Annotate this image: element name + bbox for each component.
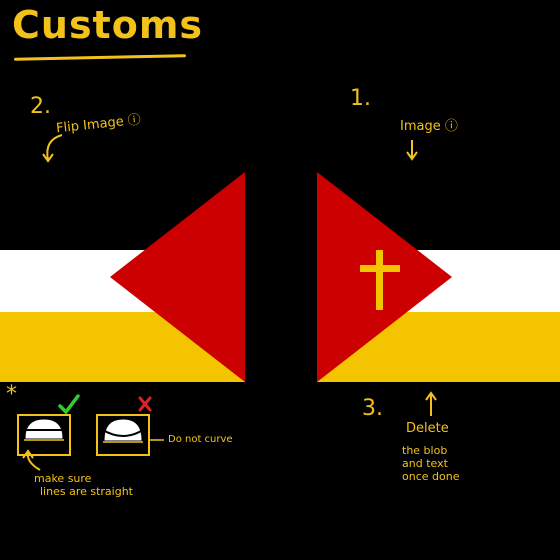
step3-number: 3. — [362, 396, 383, 421]
cross-mark-icon — [138, 396, 152, 412]
step2-number: 2. — [30, 94, 51, 119]
straight-example-icon — [17, 414, 71, 456]
center-black-divider — [245, 160, 317, 390]
step3-line: once done — [402, 470, 460, 483]
step3-instruction: the blob and text once done — [402, 444, 459, 483]
step3-line: the blob — [402, 444, 448, 457]
step3-title: Delete — [406, 421, 449, 436]
cross-icon — [360, 250, 400, 310]
step3-line: and text — [402, 457, 448, 470]
check-icon — [58, 394, 80, 415]
curved-example-icon — [96, 414, 150, 456]
note-line: make sure — [34, 472, 92, 485]
step1-label-text: Image — [400, 119, 441, 134]
right-red-triangle — [317, 172, 452, 382]
info-icon: ⓘ — [127, 112, 142, 129]
info-icon: ⓘ — [444, 119, 458, 134]
step1-label: Image ⓘ — [400, 120, 458, 133]
curved-arrow-icon — [46, 134, 63, 161]
do-not-curve-note: Do not curve — [168, 434, 233, 445]
straight-lines-note: make sure lines are straight — [34, 472, 133, 498]
page-title: Customs — [12, 3, 204, 47]
hook-arrow-icon — [26, 451, 41, 471]
asterisk-note: * — [6, 382, 17, 407]
note-line: lines are straight — [40, 485, 133, 498]
step1-number: 1. — [350, 86, 371, 111]
left-red-triangle — [110, 172, 245, 382]
